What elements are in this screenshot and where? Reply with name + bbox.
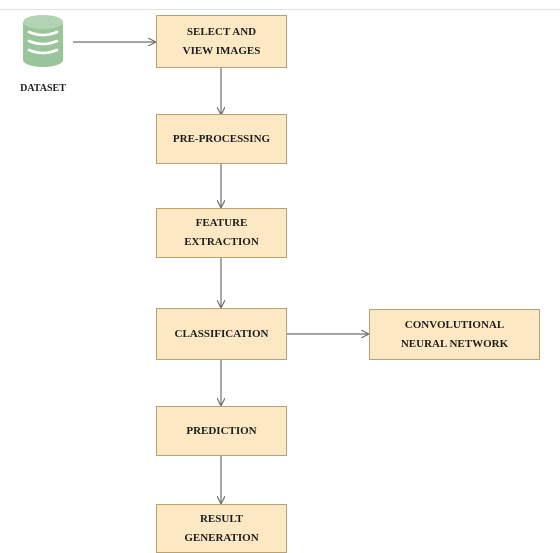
- top-divider: [0, 9, 560, 10]
- result-generation-node: RESULT GENERATION: [156, 504, 287, 553]
- select-and-view-images-node: SELECT AND VIEW IMAGES: [156, 15, 287, 68]
- feature-extraction-node: FEATURE EXTRACTION: [156, 208, 287, 258]
- database-icon: [23, 15, 63, 67]
- classification-node: CLASSIFICATION: [156, 308, 287, 360]
- prediction-node: PREDICTION: [156, 406, 287, 456]
- convolutional-neural-network-node: CONVOLUTIONAL NEURAL NETWORK: [369, 309, 540, 360]
- pre-processing-node: PRE-PROCESSING: [156, 114, 287, 164]
- dataset-label: DATASET: [20, 83, 66, 94]
